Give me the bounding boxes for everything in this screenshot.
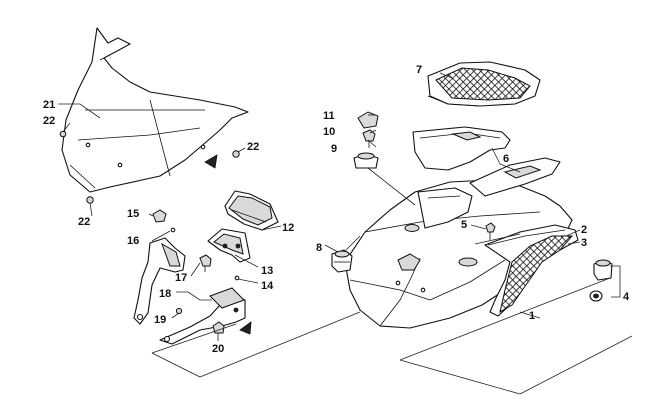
callout-22-right: 22 [247, 141, 259, 153]
callout-3: 3 [581, 237, 587, 249]
direction-arrow-icon [204, 154, 218, 169]
callout-18: 18 [159, 288, 171, 300]
callout-16: 16 [127, 235, 139, 247]
plug-with-washer [589, 259, 613, 302]
callout-10: 10 [323, 126, 335, 138]
leader-lines [58, 72, 633, 395]
windshield [61, 27, 249, 193]
plug [331, 249, 353, 273]
storage-tray [427, 61, 541, 107]
callout-21: 21 [43, 99, 55, 111]
hood [344, 179, 573, 329]
callout-7: 7 [416, 64, 422, 76]
callout-12: 12 [282, 222, 294, 234]
callout-13: 13 [261, 265, 273, 277]
callout-15: 15 [127, 208, 139, 220]
callout-22-left: 22 [43, 115, 55, 127]
callout-20: 20 [212, 343, 224, 355]
hood-trim-lower [469, 157, 561, 197]
screw-icon [59, 130, 67, 138]
direction-arrow-icon [239, 321, 252, 335]
callout-17: 17 [175, 272, 187, 284]
cap-assembly [353, 111, 379, 169]
callout-22-bottom: 22 [78, 216, 90, 228]
screw-icon [232, 150, 240, 158]
callout-labels: 1 2 3 4 5 6 7 8 9 10 11 12 13 14 15 16 1… [43, 64, 630, 355]
hood-trim-upper [412, 126, 511, 171]
callout-19: 19 [154, 314, 166, 326]
bracket-screws [175, 307, 225, 334]
screw-icon [86, 196, 94, 204]
callout-5: 5 [461, 219, 467, 231]
side-vent-panel [484, 224, 579, 317]
gauge [224, 190, 279, 231]
mounting-bracket-left [133, 237, 186, 325]
callout-11: 11 [323, 110, 335, 122]
mounting-bracket-right [159, 287, 252, 345]
callout-9: 9 [331, 143, 337, 155]
small-fasteners [152, 209, 212, 272]
callout-4: 4 [623, 291, 630, 303]
callout-6: 6 [503, 153, 509, 165]
callout-1: 1 [529, 310, 535, 322]
hood-screw [485, 222, 496, 240]
callout-8: 8 [316, 242, 322, 254]
gauge-bracket [207, 228, 251, 281]
callout-2: 2 [581, 224, 587, 236]
windshield-screws [59, 130, 240, 204]
callout-14: 14 [261, 280, 274, 292]
